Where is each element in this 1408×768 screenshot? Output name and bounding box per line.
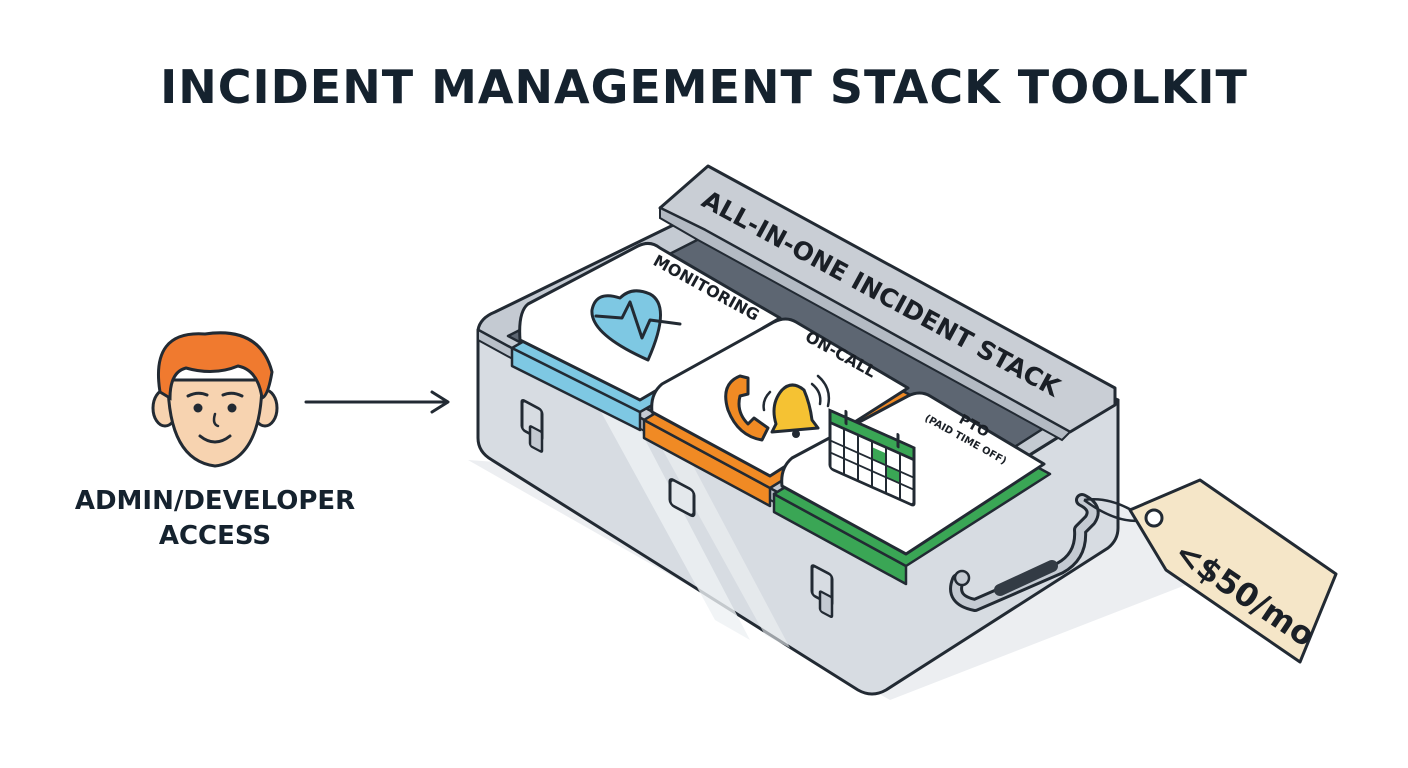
user-role-label: ADMIN/DEVELOPER ACCESS xyxy=(40,484,390,554)
toolbox: ALL-IN-ONE INCIDENT STACK MONITORING ON-… xyxy=(468,164,1250,700)
module-on-call: ON-CALL xyxy=(642,317,918,508)
calendar-icon xyxy=(828,408,916,507)
user-role-label-line1: ADMIN/DEVELOPER xyxy=(74,486,356,516)
access-arrow xyxy=(304,390,450,414)
user-role-label-line2: ACCESS xyxy=(158,521,272,551)
module-monitoring: MONITORING xyxy=(510,241,790,432)
latch-right xyxy=(810,564,834,618)
toolbox-handle xyxy=(949,493,1100,612)
latch-left xyxy=(520,399,544,453)
person-avatar-icon xyxy=(151,331,279,468)
page-title: INCIDENT MANAGEMENT STACK TOOLKIT xyxy=(160,60,1248,114)
phone-bell-icon xyxy=(724,374,831,442)
heart-pulse-icon xyxy=(590,289,682,362)
latch-center xyxy=(668,478,696,518)
